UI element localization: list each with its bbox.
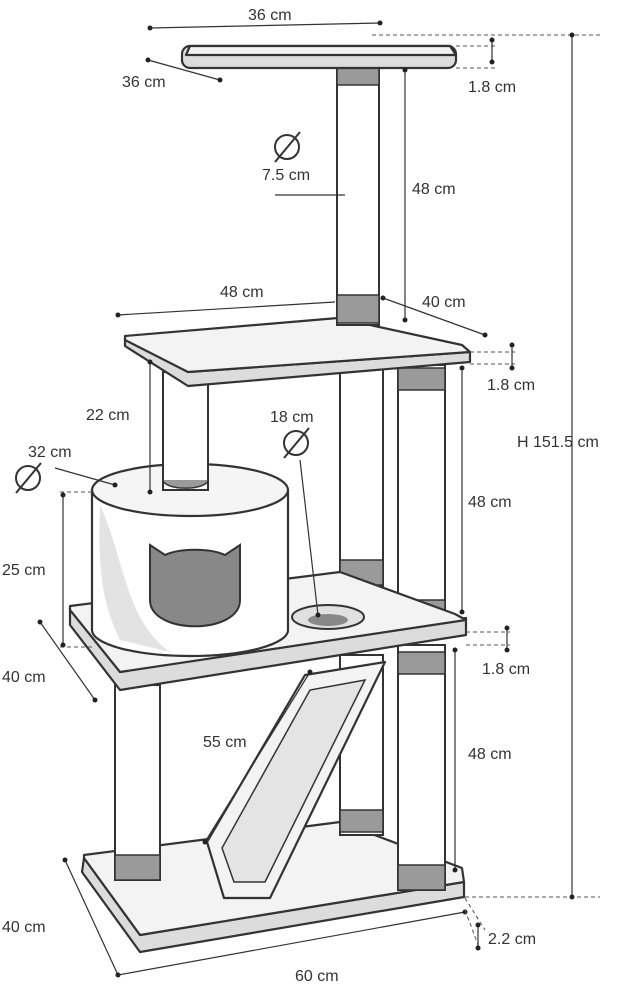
label-base-depth: 40 cm — [2, 919, 46, 936]
diameter-icon — [15, 462, 42, 494]
label-middle-thickness: 1.8 cm — [487, 377, 535, 394]
label-hole-diameter: 18 cm — [270, 409, 314, 426]
label-base-thickness: 2.2 cm — [488, 931, 536, 948]
label-top-width: 36 cm — [248, 7, 292, 24]
top-platform — [180, 44, 458, 70]
label-top-thickness: 1.8 cm — [468, 79, 516, 96]
lower-left-post — [114, 684, 161, 881]
label-top-post-height: 48 cm — [412, 181, 456, 198]
label-lower-depth: 40 cm — [2, 669, 46, 686]
middle-left-post — [162, 371, 209, 491]
label-total-height: H 151.5 cm — [517, 434, 599, 451]
diameter-icon — [274, 131, 301, 163]
label-cylinder-gap: 22 cm — [86, 407, 130, 424]
label-top-depth: 36 cm — [122, 74, 166, 91]
lower-right-post — [397, 644, 446, 891]
middle-back-post — [339, 367, 384, 587]
label-lower-thickness: 1.8 cm — [482, 661, 530, 678]
label-middle-width: 48 cm — [220, 284, 264, 301]
label-base-width: 60 cm — [295, 968, 339, 985]
dimension-lines — [37, 20, 600, 978]
label-cylinder-height: 25 cm — [2, 562, 46, 579]
cat-head-entrance — [149, 543, 241, 628]
ramp — [205, 660, 387, 900]
diameter-icon — [283, 427, 310, 459]
label-lower-post-height: 48 cm — [468, 746, 512, 763]
label-middle-depth: 40 cm — [422, 294, 466, 311]
label-cylinder-diameter: 32 cm — [28, 444, 72, 461]
cat-house-cylinder — [90, 462, 290, 658]
middle-right-post — [397, 364, 446, 634]
label-middle-post-height: 48 cm — [468, 494, 512, 511]
label-post-diameter: 7.5 cm — [262, 167, 310, 184]
label-ramp-length: 55 cm — [203, 734, 247, 751]
